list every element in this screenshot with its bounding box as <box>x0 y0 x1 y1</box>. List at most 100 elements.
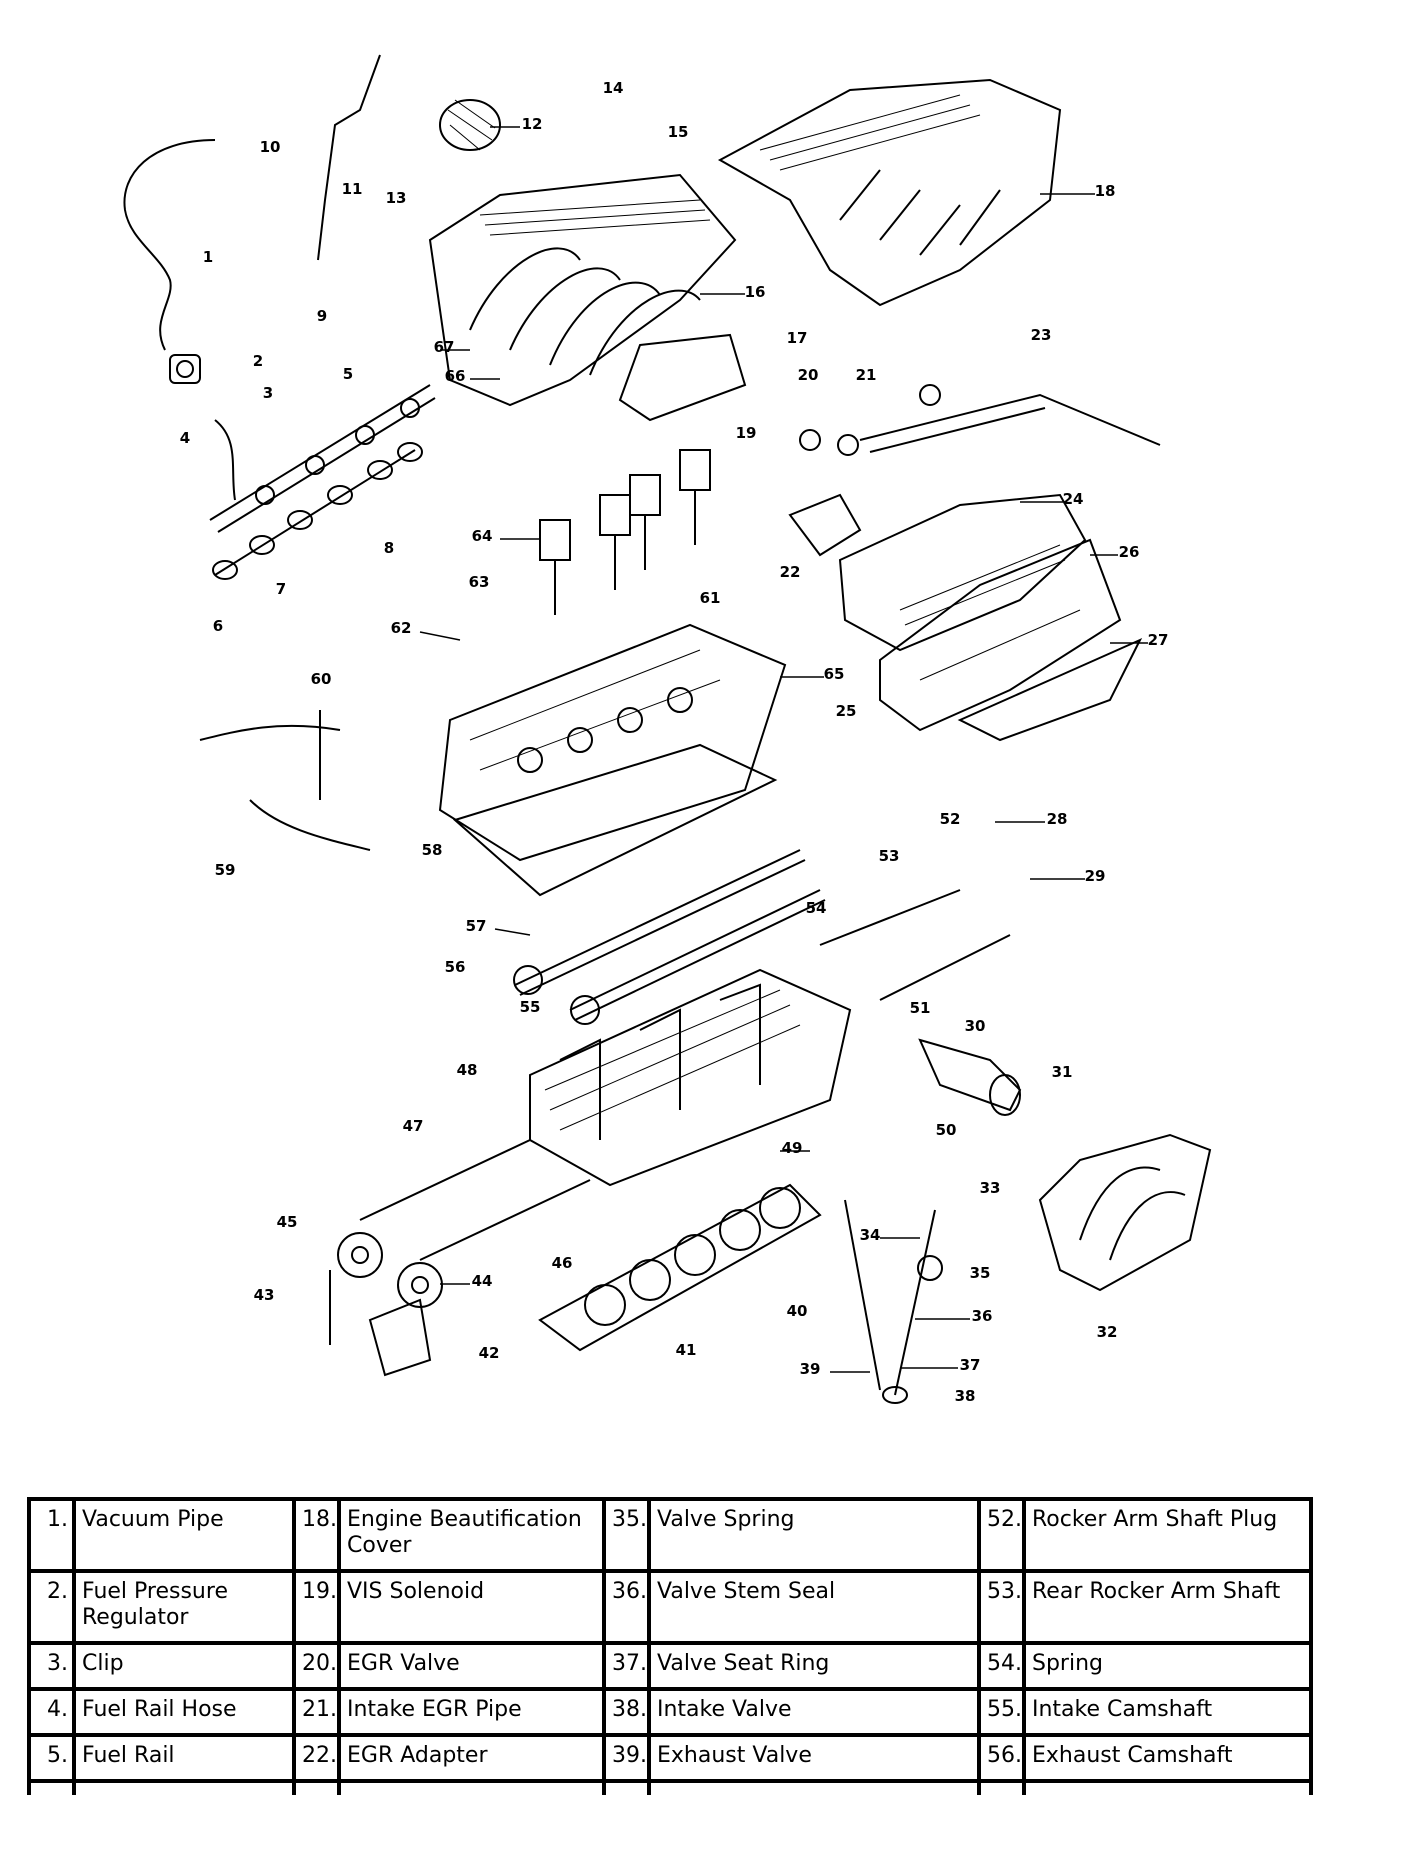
legend-part-name: Engine Beautification Cover <box>337 1497 606 1573</box>
legend-empty-cell <box>337 1779 606 1795</box>
exploded-engine-diagram: 1234567891011121314151617181920212223242… <box>123 54 1212 1405</box>
oil-control-valve <box>918 1038 1022 1116</box>
exhaust-manifold-lower <box>1038 1133 1212 1292</box>
fuel-pressure-regulator <box>169 354 201 384</box>
callout-18: 18 <box>1095 182 1116 200</box>
legend-number: 21. <box>292 1687 341 1737</box>
intake-manifold <box>428 173 737 407</box>
callout-62: 62 <box>391 619 412 637</box>
callout-17: 17 <box>787 329 808 347</box>
legend-part-name: Valve Spring <box>647 1497 981 1573</box>
legend-number: 39. <box>602 1733 651 1783</box>
callout-1: 1 <box>203 248 213 266</box>
vvt-bracket <box>329 1270 432 1377</box>
legend-number: 54. <box>977 1641 1026 1691</box>
legend-number: 19. <box>292 1569 341 1645</box>
legend-part-name: EGR Adapter <box>337 1733 606 1783</box>
legend-part-name: Valve Stem Seal <box>647 1569 981 1645</box>
callout-60: 60 <box>311 670 332 688</box>
legend-number: 35. <box>602 1497 651 1573</box>
fuel-injectors <box>212 442 423 580</box>
legend-empty-cell <box>977 1779 1026 1795</box>
legend-part-name: Spring <box>1022 1641 1313 1691</box>
rocker-arm-shaft <box>819 889 961 946</box>
callout-65: 65 <box>824 665 845 683</box>
legend-number: 20. <box>292 1641 341 1691</box>
camshafts <box>513 849 826 1025</box>
legend-number: 56. <box>977 1733 1026 1783</box>
callout-45: 45 <box>277 1213 298 1231</box>
legend-number: 55. <box>977 1687 1026 1737</box>
callout-31: 31 <box>1052 1063 1073 1081</box>
sensor-bracket <box>317 54 381 261</box>
callout-51: 51 <box>910 999 931 1017</box>
callout-41: 41 <box>676 1341 697 1359</box>
callout-27: 27 <box>1148 631 1169 649</box>
callout-28: 28 <box>1047 810 1068 828</box>
callout-42: 42 <box>479 1344 500 1362</box>
callout-55: 55 <box>520 998 541 1016</box>
callout-43: 43 <box>254 1286 275 1304</box>
callout-57: 57 <box>466 917 487 935</box>
legend-number: 22. <box>292 1733 341 1783</box>
legend-part-name: Intake Camshaft <box>1022 1687 1313 1737</box>
legend-empty-cell <box>602 1779 651 1795</box>
callout-35: 35 <box>970 1264 991 1282</box>
callout-47: 47 <box>403 1117 424 1135</box>
callout-36: 36 <box>972 1307 993 1325</box>
legend-part-name: Exhaust Valve <box>647 1733 981 1783</box>
callout-9: 9 <box>317 307 327 325</box>
exhaust-manifold <box>838 493 1143 742</box>
callout-66: 66 <box>445 367 466 385</box>
callout-15: 15 <box>668 123 689 141</box>
fuel-rail-hose <box>214 419 236 501</box>
cylinder-head-cover <box>438 623 787 862</box>
exhaust-camshaft-lower <box>359 1139 531 1221</box>
callout-25: 25 <box>836 702 857 720</box>
callout-22: 22 <box>780 563 801 581</box>
callout-12: 12 <box>522 115 543 133</box>
ignition-coils <box>539 449 711 615</box>
callout-7: 7 <box>276 580 286 598</box>
callout-32: 32 <box>1097 1323 1118 1341</box>
callout-23: 23 <box>1031 326 1052 344</box>
callout-26: 26 <box>1119 543 1140 561</box>
legend-part-name: Vacuum Pipe <box>72 1497 296 1573</box>
legend-part-name: Fuel Rail Hose <box>72 1687 296 1737</box>
callout-21: 21 <box>856 366 877 384</box>
camshaft-sprockets <box>337 1232 443 1308</box>
legend-empty-cell <box>27 1779 76 1795</box>
legend-part-name: Exhaust Camshaft <box>1022 1733 1313 1783</box>
legend-continuation-row <box>27 1779 1313 1795</box>
callout-16: 16 <box>745 283 766 301</box>
throttle-body <box>439 99 501 151</box>
callout-46: 46 <box>552 1254 573 1272</box>
valve-train <box>844 1199 943 1404</box>
callout-8: 8 <box>384 539 394 557</box>
legend-number: 3. <box>27 1641 76 1691</box>
callout-29: 29 <box>1085 867 1106 885</box>
callout-49: 49 <box>782 1139 803 1157</box>
head-cover-gasket <box>452 743 778 897</box>
cylinder-head-gasket <box>538 1183 822 1352</box>
vis-housing <box>618 333 747 422</box>
legend-part-name: Fuel Rail <box>72 1733 296 1783</box>
legend-part-name: Rocker Arm Shaft Plug <box>1022 1497 1313 1573</box>
callout-40: 40 <box>787 1302 808 1320</box>
callout-37: 37 <box>960 1356 981 1374</box>
callout-2: 2 <box>253 352 263 370</box>
callout-44: 44 <box>472 1272 493 1290</box>
vacuum-pipe <box>123 139 216 351</box>
engine-beautification-cover <box>717 78 1062 307</box>
callout-3: 3 <box>263 384 273 402</box>
legend-part-name: VIS Solenoid <box>337 1569 606 1645</box>
legend-part-name: Clip <box>72 1641 296 1691</box>
legend-empty-cell <box>1022 1779 1313 1795</box>
callout-50: 50 <box>936 1121 957 1139</box>
legend-part-name: EGR Valve <box>337 1641 606 1691</box>
legend-number: 4. <box>27 1687 76 1737</box>
callout-56: 56 <box>445 958 466 976</box>
